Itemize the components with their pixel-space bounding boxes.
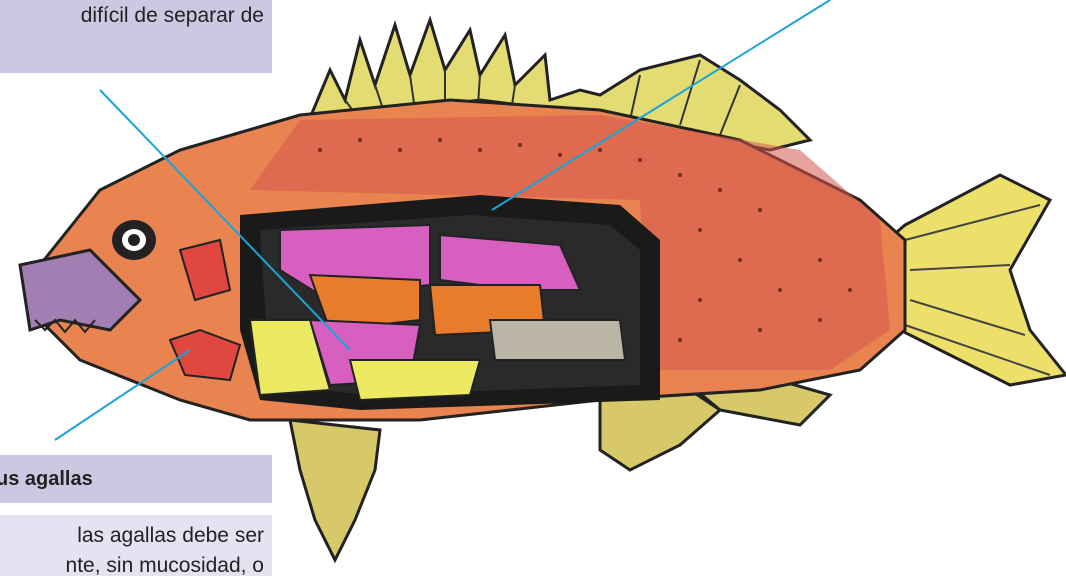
fish-anatomy-illustration [0,0,1066,576]
